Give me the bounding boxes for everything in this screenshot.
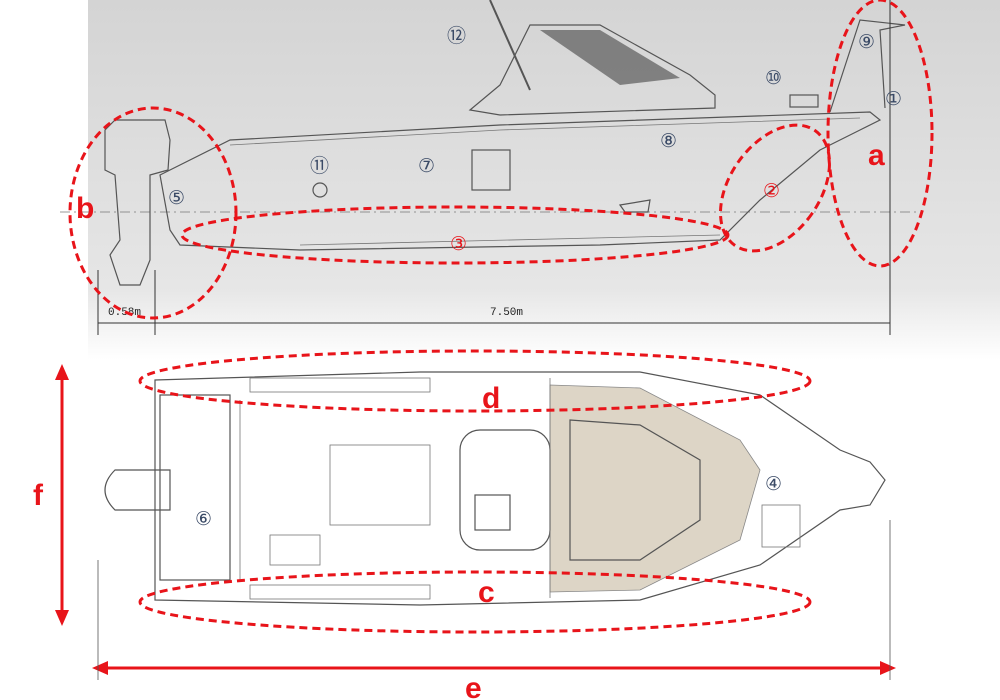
- side-view-background: [88, 0, 1000, 360]
- navigation-lights: [789, 94, 819, 108]
- hull-length-label: 7.50m: [490, 307, 523, 319]
- helm-seat: [474, 494, 511, 531]
- cabin: [468, 24, 716, 116]
- marker-3: ③: [450, 233, 467, 255]
- marker-8: ⑧: [660, 130, 677, 152]
- transom: [159, 394, 231, 581]
- cabin-seat: [471, 149, 511, 191]
- forward-deck-panel: [549, 384, 761, 593]
- zone-label-c: c: [478, 576, 495, 609]
- side-view: 0.58m 7.50m ① ② ③ ⑤ ⑦ ⑧ ⑨ ⑩ ⑪ ⑫: [60, 0, 920, 335]
- highlight-zones: a b c d e f: [33, 0, 934, 700]
- zone-label-e: e: [465, 672, 482, 700]
- marker-2: ②: [763, 180, 780, 202]
- marker-11: ⑪: [310, 155, 329, 177]
- marker-10: ⑩: [765, 67, 782, 89]
- zone-c-outline: [138, 570, 812, 634]
- marker-5: ⑤: [168, 187, 185, 209]
- zone-label-a: a: [868, 139, 885, 172]
- marker-9: ⑨: [858, 31, 875, 53]
- deck-outline: [154, 371, 886, 606]
- zone-label-f: f: [33, 479, 44, 512]
- zone-3-outline: [180, 205, 730, 265]
- marker-6: ⑥: [195, 508, 212, 530]
- zone-2-outline: [718, 123, 832, 253]
- zone-label-b: b: [76, 192, 94, 225]
- zone-b-outline: [68, 106, 238, 320]
- marker-7: ⑦: [418, 155, 435, 177]
- zone-d-outline: [138, 349, 812, 413]
- marker-1: ①: [885, 88, 902, 110]
- outboard-motor: [104, 119, 171, 286]
- outboard-top: [104, 469, 171, 511]
- top-view: ④ ⑥: [55, 364, 896, 680]
- marker-4: ④: [765, 473, 782, 495]
- zone-a-outline: [826, 0, 934, 268]
- fitting: [312, 182, 328, 198]
- console: [459, 429, 551, 551]
- zone-label-d: d: [482, 382, 500, 415]
- marker-12: ⑫: [447, 25, 466, 47]
